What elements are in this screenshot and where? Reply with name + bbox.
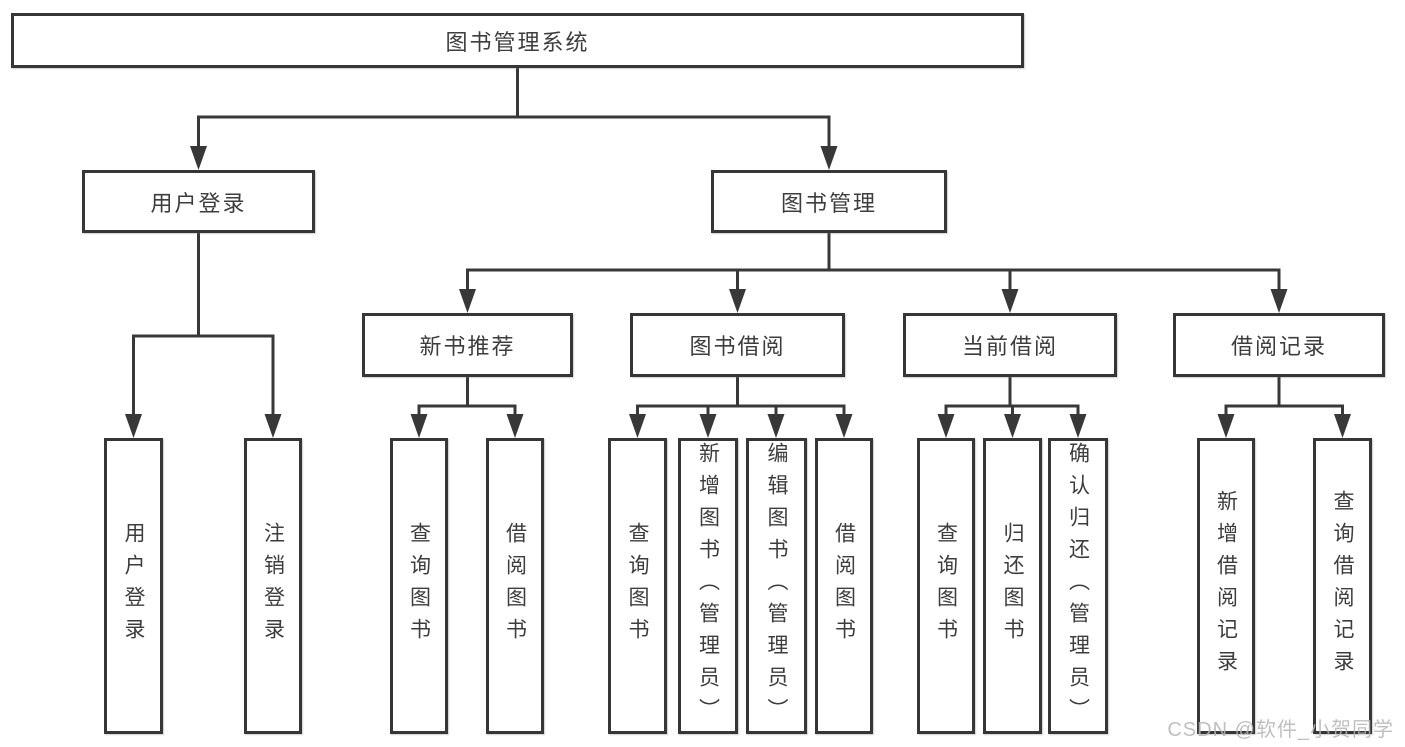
- leaf-add-borrow-record-label: 新增借阅记录: [1214, 490, 1238, 682]
- leaf-return-books: 归还图书: [983, 438, 1042, 734]
- leaf-edit-books-admin-label: 编辑图书（管理员）: [765, 442, 788, 730]
- leaf-query-books-2: 查询图书: [608, 438, 667, 734]
- leaf-query-books-1-label: 查询图书: [407, 522, 431, 650]
- leaf-return-books-label: 归还图书: [1001, 522, 1024, 650]
- leaf-borrow-books-2: 借阅图书: [815, 438, 873, 734]
- arrowhead-icons: [125, 146, 1351, 438]
- node-root-system: 图书管理系统: [11, 13, 1024, 68]
- leaf-borrow-books-1: 借阅图书: [486, 438, 544, 734]
- leaf-user-login-label: 用户登录: [122, 522, 145, 650]
- leaf-borrow-books-1-label: 借阅图书: [503, 522, 527, 650]
- node-new-book-recommend: 新书推荐: [362, 313, 573, 377]
- leaf-add-borrow-record: 新增借阅记录: [1197, 438, 1255, 734]
- leaf-user-login: 用户登录: [104, 438, 163, 734]
- leaf-query-books-3: 查询图书: [917, 438, 975, 734]
- node-new-book-recommend-label: 新书推荐: [419, 334, 516, 359]
- leaf-logout-label: 注销登录: [261, 522, 285, 650]
- node-borrow-record: 借阅记录: [1173, 313, 1385, 377]
- leaf-query-books-3-label: 查询图书: [934, 522, 958, 650]
- node-book-borrow-label: 图书借阅: [689, 334, 786, 359]
- leaf-confirm-return-admin: 确认归还（管理员）: [1048, 438, 1108, 734]
- node-book-management-label: 图书管理: [780, 190, 877, 216]
- node-borrow-record-label: 借阅记录: [1230, 334, 1327, 359]
- node-book-management: 图书管理: [711, 170, 947, 233]
- leaf-query-books-2-label: 查询图书: [626, 522, 649, 650]
- leaf-query-books-1: 查询图书: [390, 438, 448, 734]
- leaf-add-books-admin-label: 新增图书（管理员）: [696, 442, 720, 730]
- leaf-logout: 注销登录: [244, 438, 302, 734]
- node-current-borrow-label: 当前借阅: [961, 334, 1058, 359]
- leaf-borrow-books-2-label: 借阅图书: [832, 522, 856, 650]
- leaf-confirm-return-admin-label: 确认归还（管理员）: [1066, 442, 1090, 730]
- leaf-query-borrow-record: 查询借阅记录: [1313, 438, 1372, 734]
- watermark-text: CSDN @软件_小贺同学: [1167, 719, 1394, 741]
- leaf-query-borrow-record-label: 查询借阅记录: [1331, 490, 1354, 682]
- node-root-label: 图书管理系统: [445, 29, 590, 55]
- node-user-login-label: 用户登录: [150, 190, 247, 216]
- node-book-borrow: 图书借阅: [630, 313, 845, 377]
- node-user-login: 用户登录: [82, 170, 315, 233]
- node-current-borrow: 当前借阅: [903, 313, 1117, 377]
- leaf-add-books-admin: 新增图书（管理员）: [678, 438, 738, 734]
- leaf-edit-books-admin: 编辑图书（管理员）: [746, 438, 807, 734]
